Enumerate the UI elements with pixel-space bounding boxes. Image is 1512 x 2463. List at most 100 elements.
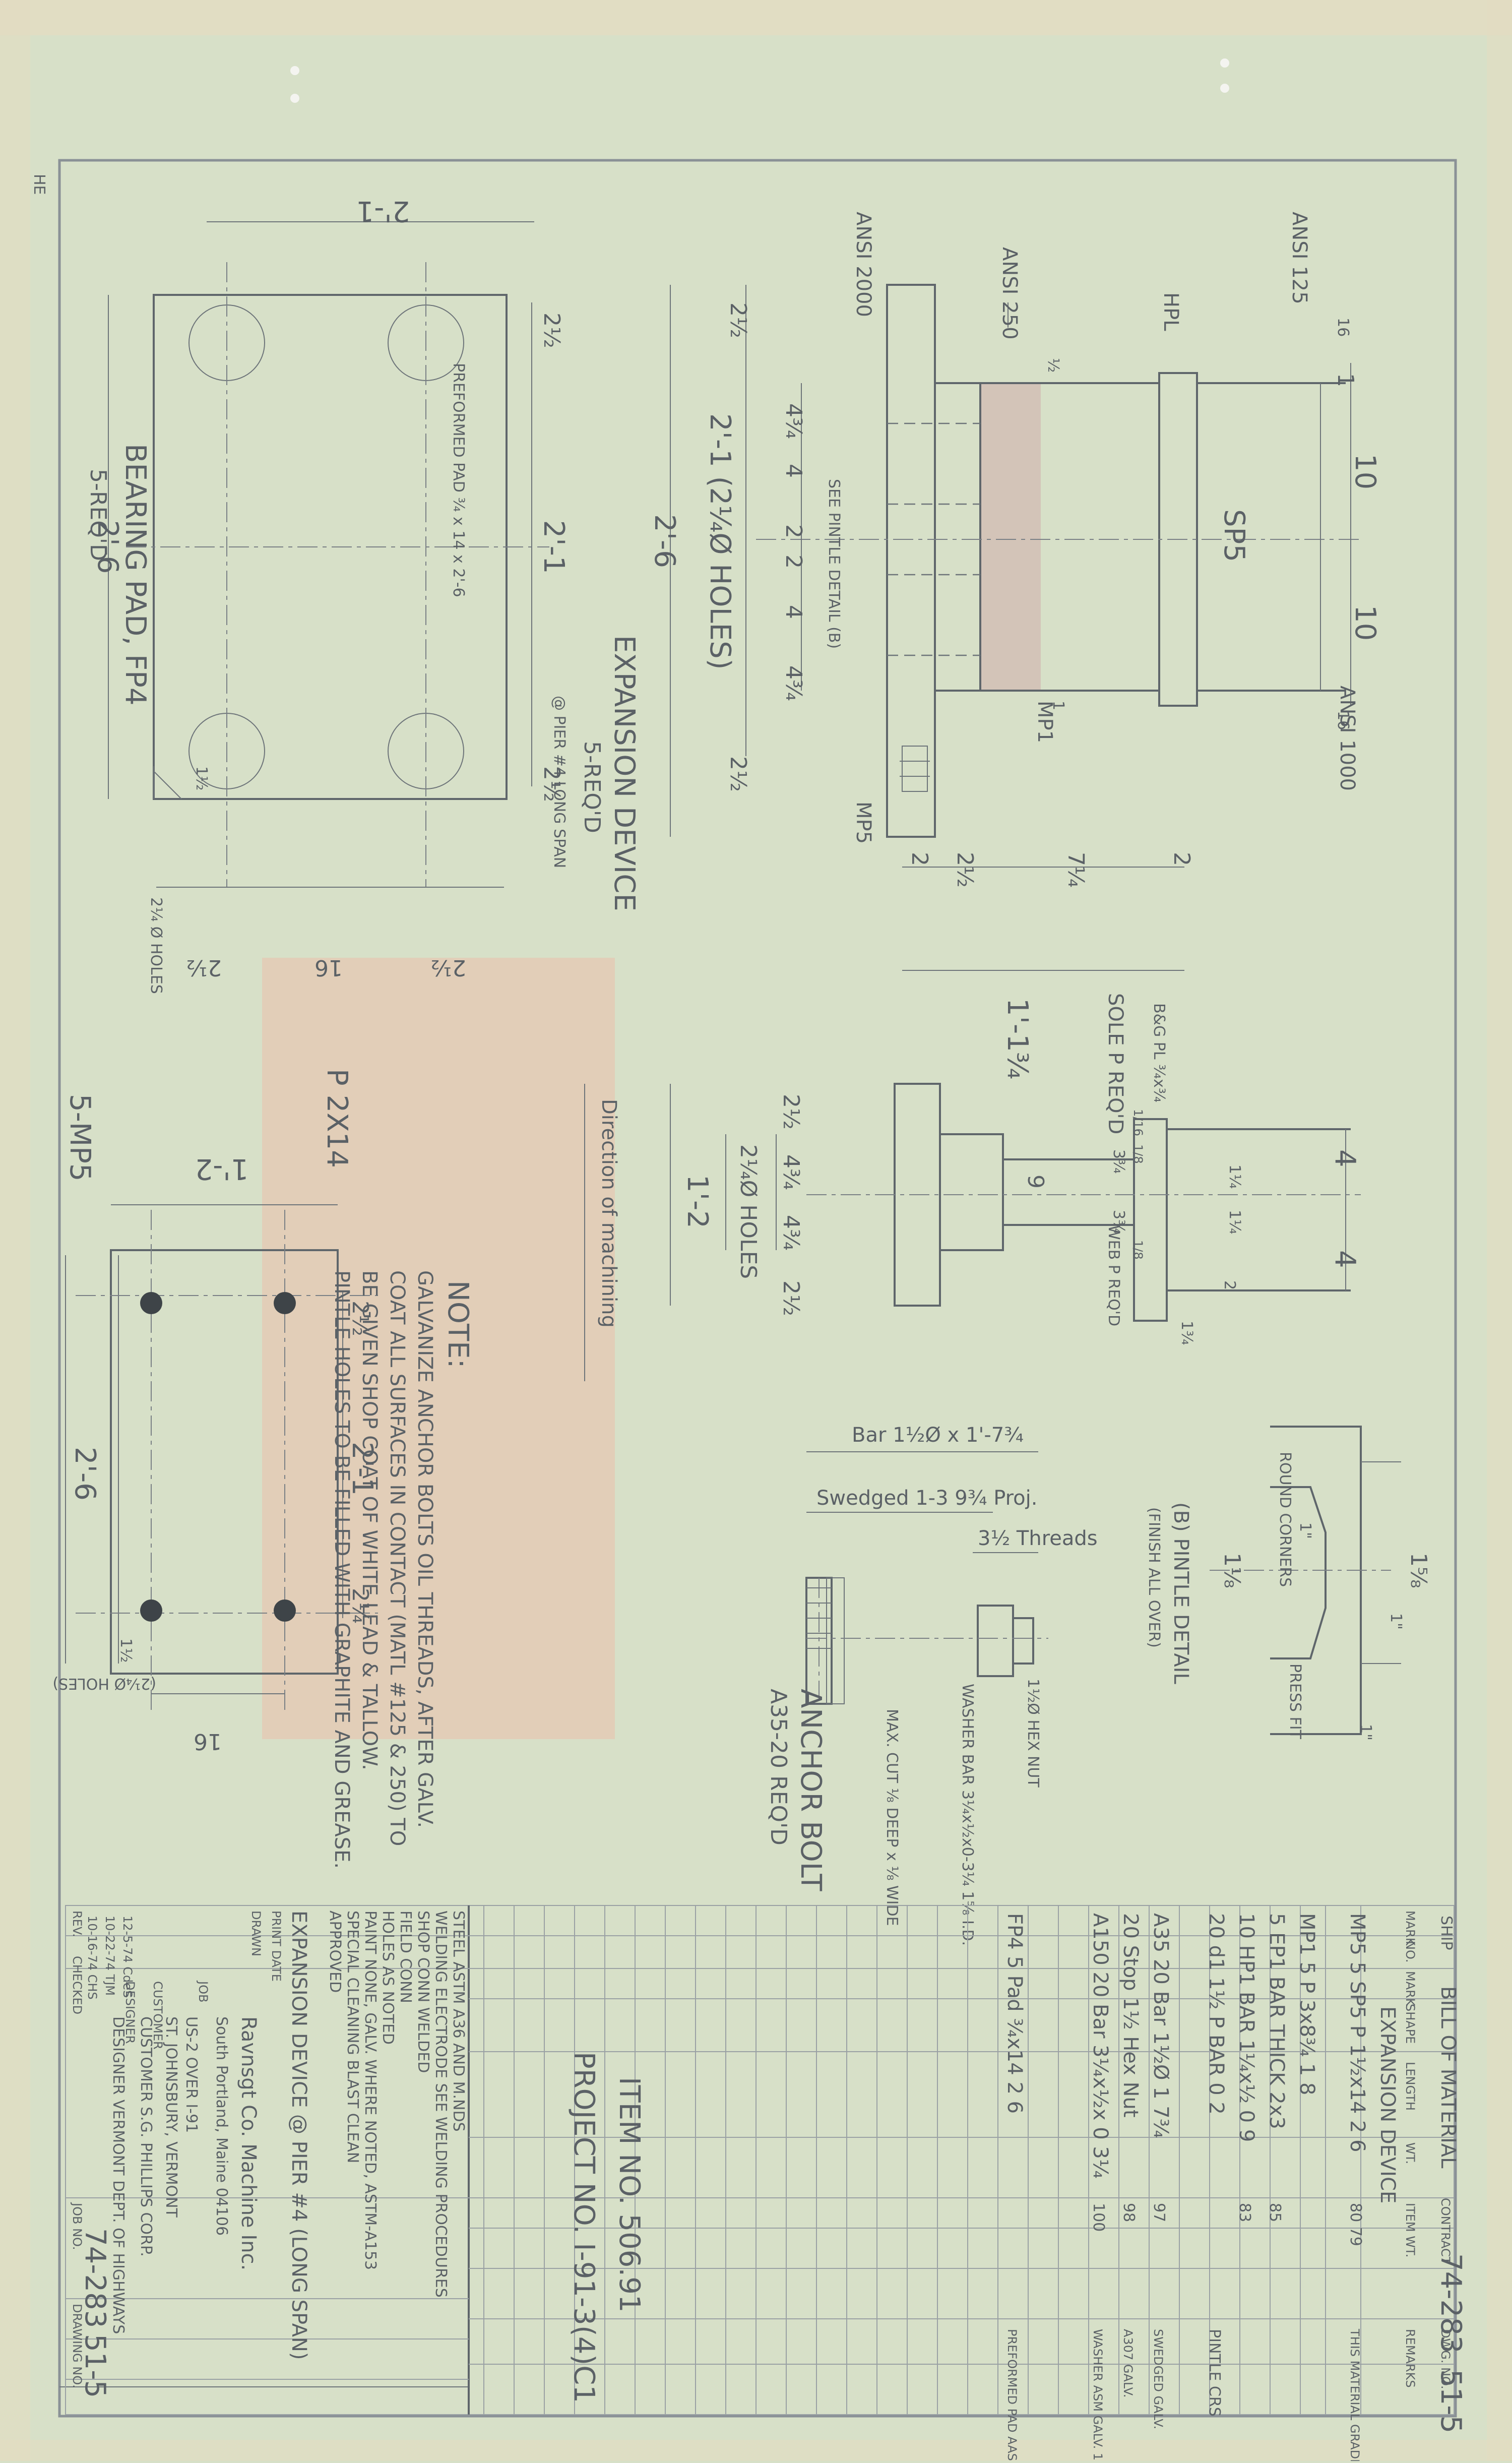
exp-sub: @ PIER #4 LONG SPAN bbox=[550, 696, 568, 868]
bom-dwg-no: 51-5 bbox=[1434, 2369, 1467, 2433]
side-dim-9: 1¼ bbox=[1226, 1164, 1243, 1189]
anchor-washer: WASHER BAR 3¼x½x0-3¼ 1⅝ I.D. bbox=[959, 1684, 976, 1946]
mp5-holes: (2¼Ø HOLES) bbox=[52, 1675, 156, 1692]
pintle-sub: (FINISH ALL OVER) bbox=[1145, 1507, 1163, 1648]
bom-ship: SHIP bbox=[1437, 1916, 1455, 1950]
tb-label-print: PRINT DATE bbox=[269, 1911, 283, 1982]
note-title: NOTE: bbox=[442, 1280, 474, 1368]
mp5-b: 16 bbox=[194, 1729, 222, 1754]
mp5-plate-view: 1'-2 2'-6 2'-1 2½ 16 2¼ (2¼Ø HOLES) 1½ 5… bbox=[52, 1069, 379, 1754]
spec-shop: SHOP CONN WELDED bbox=[414, 1911, 432, 2073]
side-dim-7: 3¾ bbox=[1110, 1149, 1127, 1174]
bp-dim-chamfer: 1½ bbox=[193, 766, 210, 790]
bp-dim-a: 2½ bbox=[186, 955, 222, 980]
side-holes: 2¼Ø HOLES bbox=[735, 1144, 761, 1279]
dim-6: 4¾ bbox=[781, 665, 806, 701]
dim-4: 2 bbox=[781, 555, 806, 569]
dim-14: 10 bbox=[1349, 454, 1381, 489]
bom-row: 5 EP1 BAR THICK 2x3 bbox=[1265, 1913, 1288, 2129]
side-dim-14: 1/8 bbox=[1131, 1240, 1145, 1260]
dim-1: 4¾ bbox=[781, 403, 806, 439]
tb-job-no: 74-283 bbox=[79, 2228, 111, 2328]
side-overall: 1'-2 bbox=[681, 1175, 714, 1228]
bom-row-rem: PREFORMED PAD AASHO #7133 bbox=[1005, 2329, 1019, 2461]
dim-17: 16 bbox=[1334, 318, 1352, 337]
bom-row-rem: PINTLE CRS bbox=[1206, 2329, 1223, 2417]
pintle-l3: 1⅝ bbox=[1406, 1553, 1431, 1588]
bom-row: FP4 5 Pad ¾x14 2 6 bbox=[1003, 1913, 1026, 2114]
lbl-mp5: MP5 bbox=[852, 802, 875, 844]
note-line-2: COAT ALL SURFACES IN CONTACT (MATL #125 … bbox=[386, 1270, 409, 1846]
bom-col-remarks: REMARKS bbox=[1403, 2329, 1417, 2388]
note-line-1: GALVANIZE ANCHOR BOLTS OIL THREADS, AFTE… bbox=[413, 1270, 436, 1828]
exp-title: EXPANSION DEVICE bbox=[608, 635, 641, 911]
anchor-bar: Bar 1½Ø x 1'-7¾ bbox=[852, 1424, 1024, 1447]
dim-2: 4 bbox=[781, 464, 806, 478]
bom-row: 20 Stop 1½ Hex Nut bbox=[1119, 1913, 1142, 2118]
bom-row: A35 20 Bar 1½Ø 1 7¾ bbox=[1149, 1913, 1172, 2138]
spec-holes: HOLES AS NOTED bbox=[379, 1911, 397, 2045]
side-dim-5: 2½ bbox=[778, 1280, 804, 1316]
bom-contract: CONTRACT bbox=[1438, 2198, 1453, 2264]
mp5-h2: 2'-1 bbox=[346, 1442, 379, 1496]
bom-dwg-label: DWG. NO. bbox=[1438, 2329, 1453, 2389]
side-dim-15: 2 bbox=[1221, 1280, 1238, 1290]
bom-row: 20 d1 1½ P BAR 0 2 bbox=[1205, 1913, 1228, 2115]
bp-holes: 2¼ Ø HOLES bbox=[147, 897, 165, 994]
bom-row: EXPANSION DEVICE bbox=[1376, 2006, 1399, 2203]
bp-dim-side: 2'-6 bbox=[91, 520, 124, 574]
mp5-plate: P 2X14 bbox=[321, 1069, 353, 1168]
expansion-plan-view: ANSI 2000 ANSI 250 ANSI 125 HPL MP5 MP1 … bbox=[648, 212, 1381, 1079]
bom-col-wt: WT. bbox=[1403, 2142, 1417, 2164]
mp5-hole bbox=[274, 1292, 296, 1314]
bom-row: MP1 5 P 3x8¾ 1 8 bbox=[1295, 1913, 1318, 2095]
pintle-detail-view: (B) PINTLE DETAIL (FINISH ALL OVER) ROUN… bbox=[1145, 1426, 1431, 1741]
bom-job-no: 74-283 bbox=[1434, 2253, 1467, 2353]
tb-label-rev: REV. bbox=[70, 1911, 84, 1937]
bom-col-mark2: MARK bbox=[1403, 1971, 1417, 2007]
bp-count: 5-REQ'D bbox=[85, 469, 111, 561]
tb-customer: CUSTOMER S.G. PHILLIPS CORP. bbox=[137, 2016, 155, 2257]
dim-11: 7¼ bbox=[1063, 852, 1089, 888]
anchor-bolt-view: Bar 1½Ø x 1'-7¾ Swedged 1-3 9¾ Proj. 3½ … bbox=[766, 1424, 1098, 1946]
side-bg: B&G PL ¾x¾ bbox=[1150, 1003, 1168, 1102]
lbl-mp1: MP1 bbox=[1033, 701, 1056, 743]
note-line-3: BE GIVEN SHOP COAT OF WHITE LEAD & TALLO… bbox=[358, 1270, 381, 1770]
expansion-title: EXPANSION DEVICE 5-REQ'D @ PIER #4 LONG … bbox=[550, 635, 641, 1381]
dim-7: 2½ bbox=[725, 756, 751, 792]
lbl-ansi1000: ANSI 1000 bbox=[1336, 686, 1359, 791]
bearing-pad-view: 2'-1 2'-6 2'-1 2½ 2½ 2½ 16 2½ 1½ PREFORM… bbox=[85, 195, 570, 994]
mp5-e2: 2¼ bbox=[347, 1588, 373, 1624]
tb-label-jobno: JOB NO. bbox=[70, 2202, 84, 2250]
corner-label: HE bbox=[30, 174, 48, 195]
pintle-l6: 1" bbox=[1357, 1724, 1374, 1741]
side-dim-4: 4¾ bbox=[778, 1215, 804, 1251]
dim-10: 2½ bbox=[952, 852, 978, 888]
mp5-w: 1'-2 bbox=[195, 1152, 249, 1185]
anchor-swaged: Swedged 1-3 9¾ Proj. bbox=[816, 1487, 1037, 1510]
lbl-ansi2000: ANSI 2000 bbox=[852, 212, 875, 317]
bom-row-wt: 80 79 bbox=[1347, 2203, 1364, 2246]
tb-addr: South Portland, Maine 04106 bbox=[213, 2016, 230, 2236]
side-dim-2: 2½ bbox=[778, 1094, 804, 1130]
expansion-side-view: 4 4 2½ 4¾ 4¾ 2½ 9 3¾ 3¾ 1¼ 1¼ 1¾ 1/16 1/… bbox=[670, 993, 1361, 1345]
tb-label-designer: DESIGNER bbox=[123, 1981, 137, 2044]
side-sole: SOLE P REQ'D bbox=[1104, 993, 1127, 1134]
bom-col-length: LENGTH bbox=[1403, 2062, 1417, 2111]
bom-row-wt: 83 bbox=[1236, 2203, 1253, 2222]
lbl-overall: 2'-6 bbox=[648, 514, 681, 568]
tb-rev-2: 10-22-74 TJM bbox=[103, 1916, 117, 1996]
lbl-holes: 2'-1 (2¼Ø HOLES) bbox=[704, 413, 736, 669]
bom-row-wt: 97 bbox=[1150, 2203, 1168, 2222]
lbl-ansi125: ANSI 125 bbox=[1288, 212, 1311, 304]
dim-15: 10 bbox=[1349, 605, 1381, 641]
bom-row: 10 HP1 BAR 1¼x½ 0 9 bbox=[1235, 1913, 1258, 2142]
tb-rev-3: 10-16-74 CHS bbox=[85, 1916, 99, 2000]
spec-clean: SPECIAL CLEANING BLAST CLEAN bbox=[344, 1911, 361, 2163]
mp5-e: 2½ bbox=[347, 1301, 373, 1336]
bom-col-mark: MARK bbox=[1403, 1911, 1417, 1946]
side-dim-3: 4¾ bbox=[778, 1154, 804, 1190]
anchor-nut: 1½Ø HEX NUT bbox=[1024, 1679, 1042, 1788]
exp-count: 5-REQ'D bbox=[579, 741, 605, 833]
